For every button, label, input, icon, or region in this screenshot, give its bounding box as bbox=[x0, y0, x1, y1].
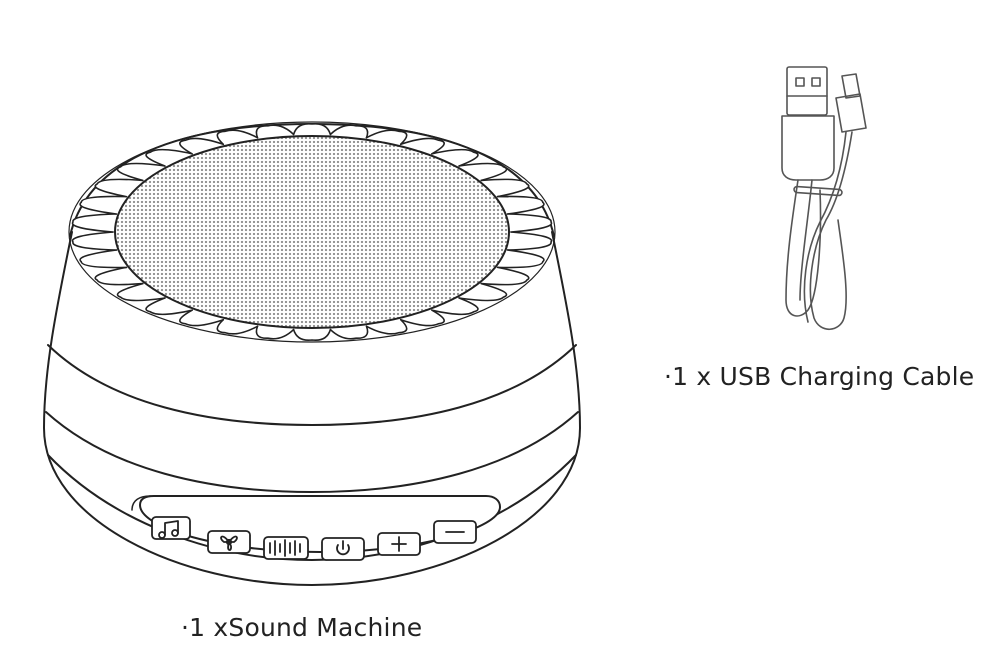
volume-up-button[interactable] bbox=[377, 532, 421, 556]
petal bbox=[179, 309, 225, 327]
petal bbox=[506, 231, 553, 251]
petal bbox=[431, 148, 479, 167]
device-base-edge bbox=[47, 454, 577, 561]
power-icon bbox=[336, 540, 350, 556]
petal bbox=[216, 129, 259, 146]
speaker-grille bbox=[114, 135, 510, 329]
petal bbox=[329, 124, 369, 139]
plus-icon bbox=[391, 536, 407, 552]
petal bbox=[458, 282, 508, 302]
petal bbox=[145, 297, 193, 316]
petal bbox=[496, 249, 545, 269]
petal-outer-contour bbox=[68, 121, 556, 343]
volume-down-button[interactable] bbox=[433, 520, 477, 544]
petal bbox=[496, 195, 545, 215]
petal bbox=[94, 178, 144, 198]
petal bbox=[145, 148, 193, 167]
petal bbox=[255, 325, 295, 340]
petal bbox=[71, 213, 118, 233]
device-band-lower bbox=[45, 411, 579, 493]
cable-wire bbox=[785, 131, 853, 331]
petal bbox=[116, 282, 166, 302]
usb-cable-drawing bbox=[781, 66, 867, 331]
petal bbox=[116, 162, 166, 182]
petal bbox=[94, 266, 144, 286]
petal bbox=[458, 162, 508, 182]
usb-a-housing bbox=[781, 115, 835, 181]
control-panel-inner bbox=[131, 495, 151, 511]
device-body-outline bbox=[43, 231, 581, 586]
usb-cable-caption: ·1 x USB Charging Cable bbox=[664, 362, 975, 391]
petal bbox=[255, 124, 295, 139]
petal bbox=[480, 266, 530, 286]
petal bbox=[79, 249, 128, 269]
petal bbox=[506, 213, 553, 233]
sound-machine-drawing bbox=[43, 121, 581, 586]
music-button[interactable] bbox=[151, 516, 191, 540]
petal bbox=[431, 297, 479, 316]
petal bbox=[365, 318, 408, 335]
music-note-icon bbox=[158, 520, 179, 539]
micro-usb-plug bbox=[835, 73, 867, 133]
power-button[interactable] bbox=[321, 537, 365, 561]
sound-wave-icon bbox=[269, 539, 301, 557]
usb-a-plug bbox=[786, 66, 828, 116]
fan-icon bbox=[220, 535, 238, 551]
device-band-upper bbox=[47, 344, 577, 426]
sound-machine-caption: ·1 xSound Machine bbox=[181, 613, 423, 642]
petal bbox=[292, 122, 332, 136]
petal bbox=[399, 309, 445, 327]
fan-button[interactable] bbox=[207, 530, 251, 554]
petal bbox=[480, 178, 530, 198]
sound-wave-button[interactable] bbox=[263, 536, 309, 560]
petal-ring bbox=[68, 121, 556, 343]
petal bbox=[292, 328, 332, 342]
petal bbox=[399, 137, 445, 155]
petal bbox=[179, 137, 225, 155]
petal bbox=[79, 195, 128, 215]
petal bbox=[329, 325, 369, 340]
petal bbox=[365, 129, 408, 146]
petal bbox=[216, 318, 259, 335]
petal bbox=[71, 231, 118, 251]
